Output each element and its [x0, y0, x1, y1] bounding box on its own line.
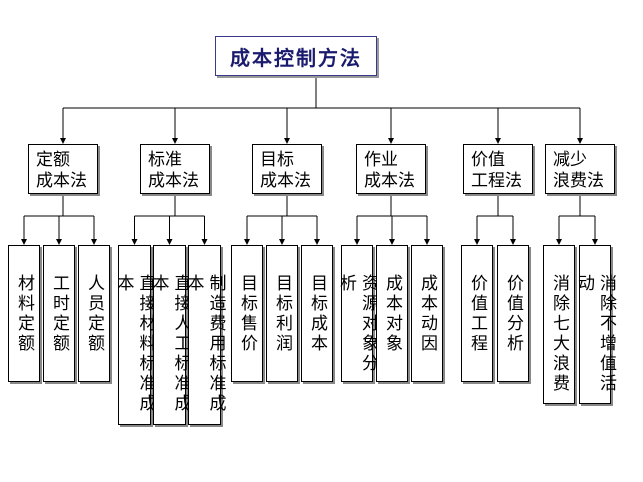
leaf-label: 材料定额: [14, 274, 34, 354]
leaf-node: 消除不增值活动: [574, 245, 616, 404]
leaf-label: 直接材料标准成本: [113, 274, 156, 414]
method-node: 定额 成本法: [28, 144, 98, 194]
leaf-label: 人员定额: [84, 274, 104, 354]
leaf-node: 工时定额: [43, 245, 75, 382]
arrow-head: [60, 138, 66, 144]
arrow-head: [172, 138, 178, 144]
arrow-head: [201, 239, 208, 245]
leaf-node: 人员定额: [78, 245, 110, 382]
leaf-node: 目标利润: [266, 245, 298, 382]
leaf-node: 资源对象分析: [336, 245, 378, 382]
leaf-label: 制造费用标准成本: [183, 274, 226, 414]
method-node: 减少 浪费法: [545, 144, 615, 194]
leaf-node: 目标成本: [301, 245, 333, 382]
leaf-label: 资源对象分析: [336, 274, 378, 374]
leaf-label: 目标成本: [307, 274, 327, 354]
arrow-head: [354, 239, 360, 245]
leaf-node: 消除七大浪费: [543, 245, 575, 404]
arrow-head: [56, 239, 62, 245]
leaf-node: 材料定额: [8, 245, 40, 382]
arrow-head: [510, 239, 516, 245]
leaf-node: 直接材料标准成本: [114, 245, 156, 425]
leaf-node: 制造费用标准成本: [184, 245, 226, 425]
arrow-head: [91, 239, 97, 245]
leaf-node: 直接人工标准成本: [149, 245, 191, 425]
leaf-label: 价值分析: [503, 274, 523, 354]
arrow-head: [284, 138, 290, 144]
arrow-head: [556, 239, 562, 245]
root-node: 成本控制方法: [215, 36, 377, 76]
leaf-label: 消除不增值活动: [574, 274, 616, 394]
arrow-head: [592, 239, 598, 245]
arrow-head: [474, 239, 480, 245]
leaf-label: 目标售价: [237, 274, 257, 354]
arrow-head: [388, 138, 394, 144]
arrow-head: [244, 239, 250, 245]
leaf-label: 工时定额: [49, 274, 69, 354]
leaf-label: 消除七大浪费: [549, 274, 569, 394]
leaf-label: 目标利润: [272, 274, 292, 354]
leaf-label: 成本动因: [417, 274, 437, 354]
arrow-head: [495, 138, 501, 144]
method-node: 标准 成本法: [140, 144, 210, 194]
arrow-head: [21, 239, 27, 245]
method-node: 价值 工程法: [463, 144, 533, 194]
arrow-head: [166, 239, 173, 245]
method-node: 目标 成本法: [252, 144, 322, 194]
leaf-node: 成本对象: [376, 245, 408, 382]
arrow-head: [131, 239, 138, 245]
method-node: 作业 成本法: [356, 144, 426, 194]
leaf-node: 成本动因: [411, 245, 443, 382]
leaf-node: 价值工程: [461, 245, 493, 382]
leaf-label: 价值工程: [467, 274, 487, 354]
leaf-label: 直接人工标准成本: [148, 274, 191, 414]
arrow-head: [389, 239, 395, 245]
leaf-label: 成本对象: [382, 274, 402, 354]
leaf-node: 目标售价: [231, 245, 263, 382]
arrow-head: [424, 239, 430, 245]
leaf-node: 价值分析: [497, 245, 529, 382]
arrow-head: [577, 138, 583, 144]
arrow-head: [314, 239, 320, 245]
arrow-head: [279, 239, 285, 245]
